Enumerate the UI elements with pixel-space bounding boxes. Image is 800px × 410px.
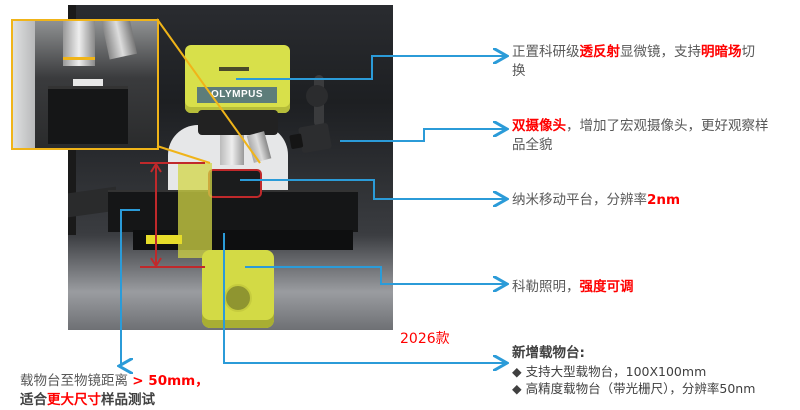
bullet-text: 支持大型载物台，100X100mm <box>525 364 707 379</box>
text-normal: 正置科研级 <box>512 44 580 60</box>
inset-objective <box>63 21 95 66</box>
inset-sample <box>73 79 103 89</box>
text-normal: 切换 <box>512 44 755 79</box>
koehler-illuminator <box>202 250 274 328</box>
macro-camera <box>289 122 333 154</box>
annotation-working-distance: 载物台至物镜距离 > 50mm， 适合更大尺寸样品测试 <box>20 372 209 410</box>
objective-ring <box>63 57 95 60</box>
annotation-microscope: 正置科研级透反射显微镜，支持明暗场切换 <box>512 43 762 81</box>
text-bold: 适合 <box>20 392 47 408</box>
camera-lens <box>289 133 304 150</box>
text-normal: ，增加了宏观摄像头，更好观察样品全貌 <box>512 118 769 153</box>
camera-arm-joint <box>306 85 328 107</box>
bullet-text: 高精度载物台（带光栅尺），分辨率50nm <box>525 381 756 396</box>
text-bold: 样品测试 <box>101 392 155 408</box>
line-1: 载物台至物镜距离 > 50mm， <box>20 372 209 391</box>
inset-objective-2 <box>100 21 138 60</box>
text-highlight: 透反射 <box>579 44 621 60</box>
label-tag <box>146 235 182 244</box>
text-highlight: > 50mm， <box>132 373 209 389</box>
zoom-inset <box>11 19 159 150</box>
annotation-new-stage: 新增载物台: ◆ 支持大型载物台，100X100mm ◆ 高精度载物台（带光栅尺… <box>512 344 755 397</box>
annotation-illumination: 科勒照明，强度可调 <box>512 278 634 297</box>
text-highlight: 2nm <box>647 192 681 208</box>
line-2: 适合更大尺寸样品测试 <box>20 391 209 410</box>
inset-nano-stage <box>48 86 128 144</box>
annotation-camera: 双摄像头，增加了宏观摄像头，更好观察样品全貌 <box>512 117 772 155</box>
bullet-item: ◆ 高精度载物台（带光栅尺），分辨率50nm <box>512 380 755 397</box>
working-distance-overlay <box>178 163 212 258</box>
diamond-bullet-icon: ◆ <box>512 364 522 379</box>
inset-stand <box>13 21 35 148</box>
text-highlight: 双摄像头 <box>512 118 566 134</box>
text-highlight: 强度可调 <box>579 279 634 295</box>
bullet-item: ◆ 支持大型载物台，100X100mm <box>512 363 755 380</box>
head-slider <box>219 67 249 71</box>
annotation-nano-stage: 纳米移动平台，分辨率2nm <box>512 191 680 210</box>
enclosure-edge <box>68 5 76 330</box>
diamond-bullet-icon: ◆ <box>512 381 522 396</box>
text-highlight: 明暗场 <box>701 44 742 60</box>
text-normal: 显微镜，支持 <box>620 44 701 60</box>
microscope-head: OLYMPUS <box>185 45 290 113</box>
intensity-knob <box>224 284 252 312</box>
brand-label: OLYMPUS <box>197 87 277 103</box>
nosepiece <box>198 110 278 135</box>
objective-lens <box>220 135 244 165</box>
text-normal: 载物台至物镜距离 <box>20 373 133 389</box>
model-year-label: 2026款 <box>400 331 450 347</box>
text-highlight: 更大尺寸 <box>47 392 101 408</box>
new-stage-heading: 新增载物台: <box>512 345 585 361</box>
text-normal: 科勒照明， <box>512 279 580 295</box>
text-normal: 纳米移动平台，分辨率 <box>512 192 647 208</box>
nano-stage-highlight <box>208 169 262 198</box>
